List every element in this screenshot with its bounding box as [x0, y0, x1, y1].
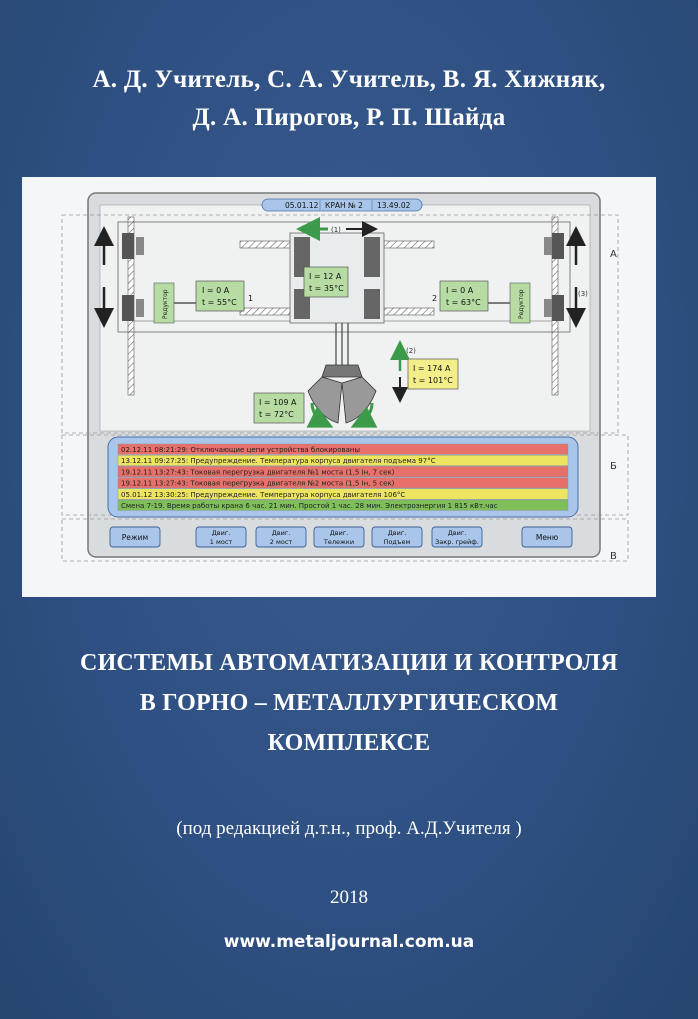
- svg-text:I = 0 A: I = 0 A: [446, 286, 474, 295]
- log-row: Смена 7-19. Время работы крана 6 час. 21…: [117, 499, 569, 511]
- gearbox-label-right: Редуктор: [518, 289, 525, 319]
- screen-button[interactable]: Двиг.Тележки: [313, 526, 365, 548]
- log-row: 02.12.11 08:21:29: Отключающие цепи устр…: [117, 443, 569, 455]
- screen-header: 05.01.12 КРАН № 2 13.49.02: [261, 198, 423, 212]
- header-time: 13.49.02: [377, 201, 411, 210]
- motor-grab: I = 109 A t = 72°C: [253, 392, 305, 424]
- editor-line: (под редакцией д.т.н., проф. А.Д.Учителя…: [176, 818, 522, 839]
- log-row-text: 19.12.11 13:27:43: Токовая перегрузка дв…: [121, 468, 395, 476]
- motor-bridge-1: I = 0 A t = 55°C: [195, 280, 245, 312]
- screen-button[interactable]: Двиг.Закр. грейф.: [431, 526, 483, 548]
- log-row-text: 19.12.11 13:27:43: Токовая перегрузка дв…: [121, 480, 395, 488]
- screen-button-label: 1 мост: [210, 538, 233, 546]
- svg-text:I = 109 A: I = 109 A: [259, 398, 297, 407]
- book-title-line-1: СИСТЕМЫ АВТОМАТИЗАЦИИ И КОНТРОЛЯ: [80, 650, 618, 676]
- log-row-text: 02.12.11 08:21:29: Отключающие цепи устр…: [121, 446, 360, 454]
- trolley-motor-current: I = 12 A: [309, 272, 342, 281]
- screen-button-label: Двиг.: [330, 529, 349, 537]
- publication-year: 2018: [330, 887, 368, 908]
- motor-bridge-2: I = 0 A t = 63°C: [439, 280, 489, 312]
- svg-text:I = 0 A: I = 0 A: [202, 286, 230, 295]
- bridge-number-2: 2: [432, 294, 437, 303]
- screen-button[interactable]: Двиг.Подъем: [371, 526, 423, 548]
- crane-control-screen-illustration: А Б В 05.01.12 КРАН № 2 13.49.02: [22, 177, 656, 597]
- trolley: I = 12 A t = 35°C: [289, 232, 385, 324]
- gearbox-label-left: Редуктор: [162, 289, 169, 319]
- arrow-label-trolley: (1): [331, 226, 341, 234]
- log-row: 13.12.11 09:27:25: Предупреждение. Темпе…: [117, 455, 569, 466]
- bridge-number-1: 1: [248, 294, 253, 303]
- authors-line-1: А. Д. Учитель, С. А. Учитель, В. Я. Хижн…: [92, 66, 606, 93]
- screen-button[interactable]: Режим: [109, 526, 161, 548]
- svg-text:t = 63°C: t = 63°C: [446, 298, 481, 307]
- zone-label-v: В: [610, 551, 617, 562]
- screen-button-label: Режим: [122, 533, 148, 542]
- screen-button[interactable]: Двиг.1 мост: [195, 526, 247, 548]
- log-row-text: Смена 7-19. Время работы крана 6 час. 21…: [121, 502, 498, 510]
- zone-label-b: Б: [610, 461, 617, 472]
- header-crane: КРАН № 2: [325, 201, 363, 210]
- log-row-text: 13.12.11 09:27:25: Предупреждение. Темпе…: [121, 457, 436, 465]
- screen-button-label: 2 мост: [270, 538, 293, 546]
- arrow-label-hoist: (2): [406, 347, 416, 355]
- screen-button-label: Двиг.: [388, 529, 407, 537]
- screen-button-label: Тележки: [323, 538, 354, 546]
- screen-button-label: Двиг.: [448, 529, 467, 537]
- zone-label-a: А: [610, 249, 617, 260]
- screen-button-label: Подъем: [384, 538, 411, 546]
- header-date: 05.01.12: [285, 201, 319, 210]
- screen-button[interactable]: Двиг.2 мост: [255, 526, 307, 548]
- log-row-text: 05.01.12 13:30:25: Предупреждение. Темпе…: [121, 491, 405, 499]
- svg-text:t = 72°C: t = 72°C: [259, 410, 294, 419]
- log-row: 05.01.12 13:30:25: Предупреждение. Темпе…: [117, 488, 569, 500]
- authors-line-2: Д. А. Пирогов, Р. П. Шайда: [192, 104, 506, 131]
- svg-text:t = 101°C: t = 101°C: [413, 376, 453, 385]
- log-row: 19.12.11 13:27:43: Токовая перегрузка дв…: [117, 477, 569, 489]
- event-log: 02.12.11 08:21:29: Отключающие цепи устр…: [107, 436, 579, 518]
- motor-hoist: I = 174 A t = 101°C: [407, 358, 459, 390]
- screen-button-label: Закр. грейф.: [435, 538, 479, 546]
- screen-button-label: Двиг.: [212, 529, 231, 537]
- screen-button-label: Меню: [536, 533, 558, 542]
- grab-bucket: [306, 323, 378, 428]
- svg-text:t = 55°C: t = 55°C: [202, 298, 237, 307]
- svg-text:I = 174 A: I = 174 A: [413, 364, 451, 373]
- arrow-label-bridge: (3): [578, 290, 588, 298]
- trolley-motor-temp: t = 35°C: [309, 284, 344, 293]
- screen-button[interactable]: Меню: [521, 526, 573, 548]
- log-row: 19.12.11 13:27:43: Токовая перегрузка дв…: [117, 466, 569, 477]
- book-title-line-3: КОМПЛЕКСЕ: [267, 730, 431, 756]
- publisher-url[interactable]: www.metaljournal.com.ua: [223, 932, 475, 952]
- screen-button-label: Двиг.: [272, 529, 291, 537]
- book-title-line-2: В ГОРНО – МЕТАЛЛУРГИЧЕСКОМ: [139, 690, 559, 716]
